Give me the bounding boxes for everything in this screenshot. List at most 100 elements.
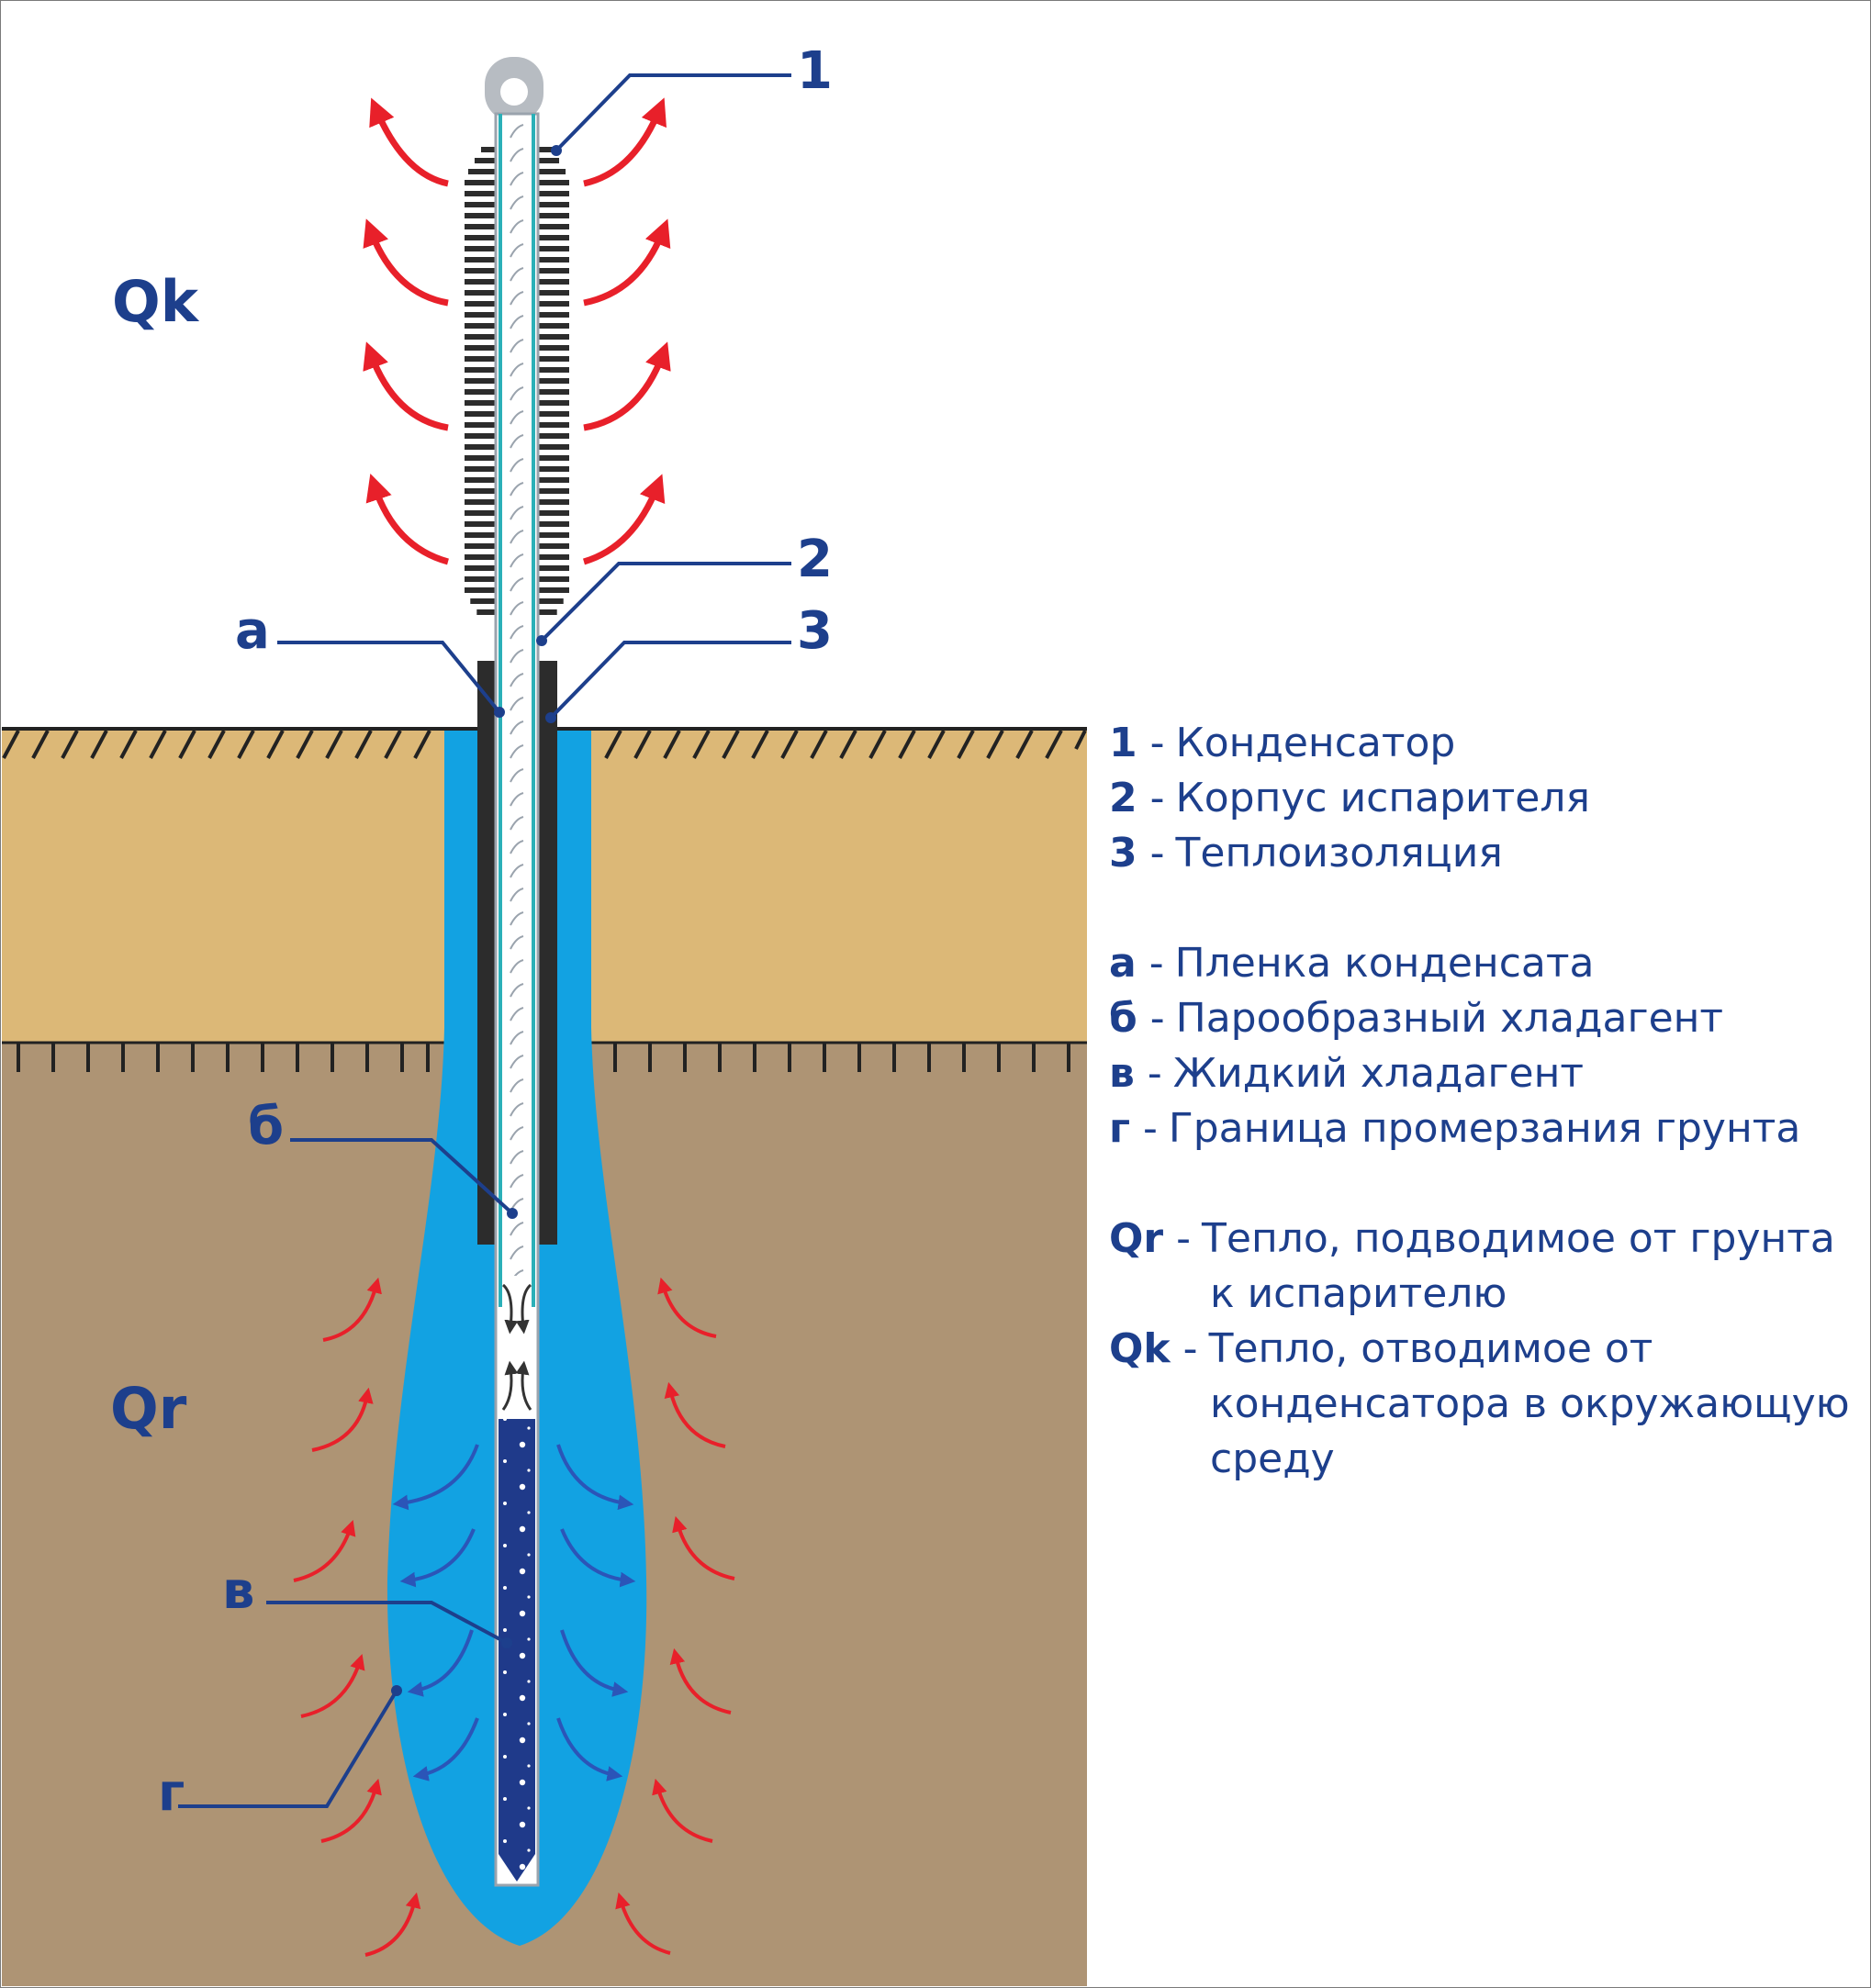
fin xyxy=(538,312,569,318)
fin xyxy=(538,389,569,395)
cap-hole xyxy=(500,78,528,106)
fin xyxy=(465,455,496,461)
label-b: б xyxy=(248,1097,284,1156)
fin xyxy=(465,312,496,318)
fin xyxy=(465,565,496,571)
fin xyxy=(538,543,569,549)
fin xyxy=(465,532,496,538)
fin xyxy=(465,246,496,251)
fin xyxy=(465,345,496,351)
fin xyxy=(538,356,569,362)
legend-text: Теплоизоляция xyxy=(1175,830,1503,877)
legend-item-qr: Qr-Тепло, подводимое от грунта xyxy=(1109,1212,1862,1267)
legend-key: в xyxy=(1109,1050,1135,1097)
fin xyxy=(538,147,553,152)
legend-item-qk: Qk-Тепло, отводимое от xyxy=(1109,1322,1862,1377)
fin xyxy=(474,158,496,163)
label-g: г xyxy=(158,1763,185,1823)
fin xyxy=(538,510,569,516)
fin xyxy=(538,477,569,483)
fin xyxy=(465,180,496,185)
fin xyxy=(465,257,496,262)
fin xyxy=(538,609,557,615)
fin xyxy=(465,488,496,494)
legend-key: 1 xyxy=(1109,720,1137,766)
fin xyxy=(465,422,496,428)
fin xyxy=(538,565,569,571)
fin xyxy=(465,411,496,417)
fin xyxy=(538,598,564,604)
legend-item-b: б-Парообразный хладагент xyxy=(1109,991,1862,1046)
fin xyxy=(465,202,496,207)
fin xyxy=(538,554,569,560)
leader-dots xyxy=(391,145,562,1696)
legend-key: 2 xyxy=(1109,775,1137,821)
fin xyxy=(465,356,496,362)
fin xyxy=(538,169,566,174)
label-1: 1 xyxy=(797,41,833,101)
fin xyxy=(465,334,496,340)
fin xyxy=(538,466,569,472)
fin xyxy=(465,268,496,274)
label-2: 2 xyxy=(797,530,833,589)
fin xyxy=(467,169,496,174)
fin xyxy=(465,224,496,229)
fin xyxy=(465,521,496,527)
legend-text: Граница промерзания грунта xyxy=(1168,1105,1801,1152)
fin xyxy=(538,422,569,428)
fin xyxy=(538,323,569,329)
label-v: в xyxy=(222,1561,254,1621)
fin xyxy=(465,576,496,582)
fin xyxy=(476,609,496,615)
legend-key: Qr xyxy=(1109,1215,1164,1262)
fin xyxy=(538,444,569,450)
fin xyxy=(465,367,496,373)
fin xyxy=(465,191,496,196)
liquid-bubbles xyxy=(499,1419,535,1882)
qr-label: Qr xyxy=(110,1375,187,1442)
fin xyxy=(465,279,496,285)
fin xyxy=(538,499,569,505)
fin xyxy=(538,488,569,494)
heat-out-arrows xyxy=(363,97,671,565)
cold-flow-arrows xyxy=(392,1444,636,1781)
fin xyxy=(465,433,496,439)
legend-text: Тепло, подводимое от грунта xyxy=(1202,1215,1835,1262)
legend-text: Жидкий хладагент xyxy=(1172,1050,1584,1097)
fin xyxy=(538,279,569,285)
legend-item-a: а-Пленка конденсата xyxy=(1109,936,1862,991)
legend: 1-Конденсатор 2-Корпус испарителя 3-Тепл… xyxy=(1109,716,1862,1487)
fin xyxy=(538,334,569,340)
fin xyxy=(538,257,569,262)
fin xyxy=(465,290,496,296)
legend-key: 3 xyxy=(1109,830,1137,877)
fin xyxy=(465,543,496,549)
legend-key: а xyxy=(1109,940,1137,987)
fin xyxy=(538,411,569,417)
legend-text-continued: среду xyxy=(1210,1435,1335,1482)
fin xyxy=(465,400,496,406)
fin xyxy=(465,323,496,329)
legend-text: Конденсатор xyxy=(1175,720,1456,766)
insulation-left xyxy=(477,661,498,1245)
fin xyxy=(538,433,569,439)
fin xyxy=(470,598,496,604)
label-3: 3 xyxy=(797,601,833,661)
fin xyxy=(538,158,560,163)
fin xyxy=(465,499,496,505)
legend-text: Тепло, отводимое от xyxy=(1208,1325,1653,1372)
legend-text: Пленка конденсата xyxy=(1174,940,1595,987)
legend-key: Qk xyxy=(1109,1325,1171,1372)
legend-item-1: 1-Конденсатор xyxy=(1109,716,1862,771)
fin xyxy=(538,367,569,373)
legend-text-continued: конденсатора в окружающую xyxy=(1210,1380,1850,1427)
fin xyxy=(538,224,569,229)
legend-item-g: г-Граница промерзания грунта xyxy=(1109,1101,1862,1156)
heat-in-arrows xyxy=(293,1277,735,1957)
fin xyxy=(538,290,569,296)
fin xyxy=(538,587,569,593)
fin xyxy=(538,345,569,351)
fin xyxy=(465,587,496,593)
fin xyxy=(465,477,496,483)
fin xyxy=(465,466,496,472)
